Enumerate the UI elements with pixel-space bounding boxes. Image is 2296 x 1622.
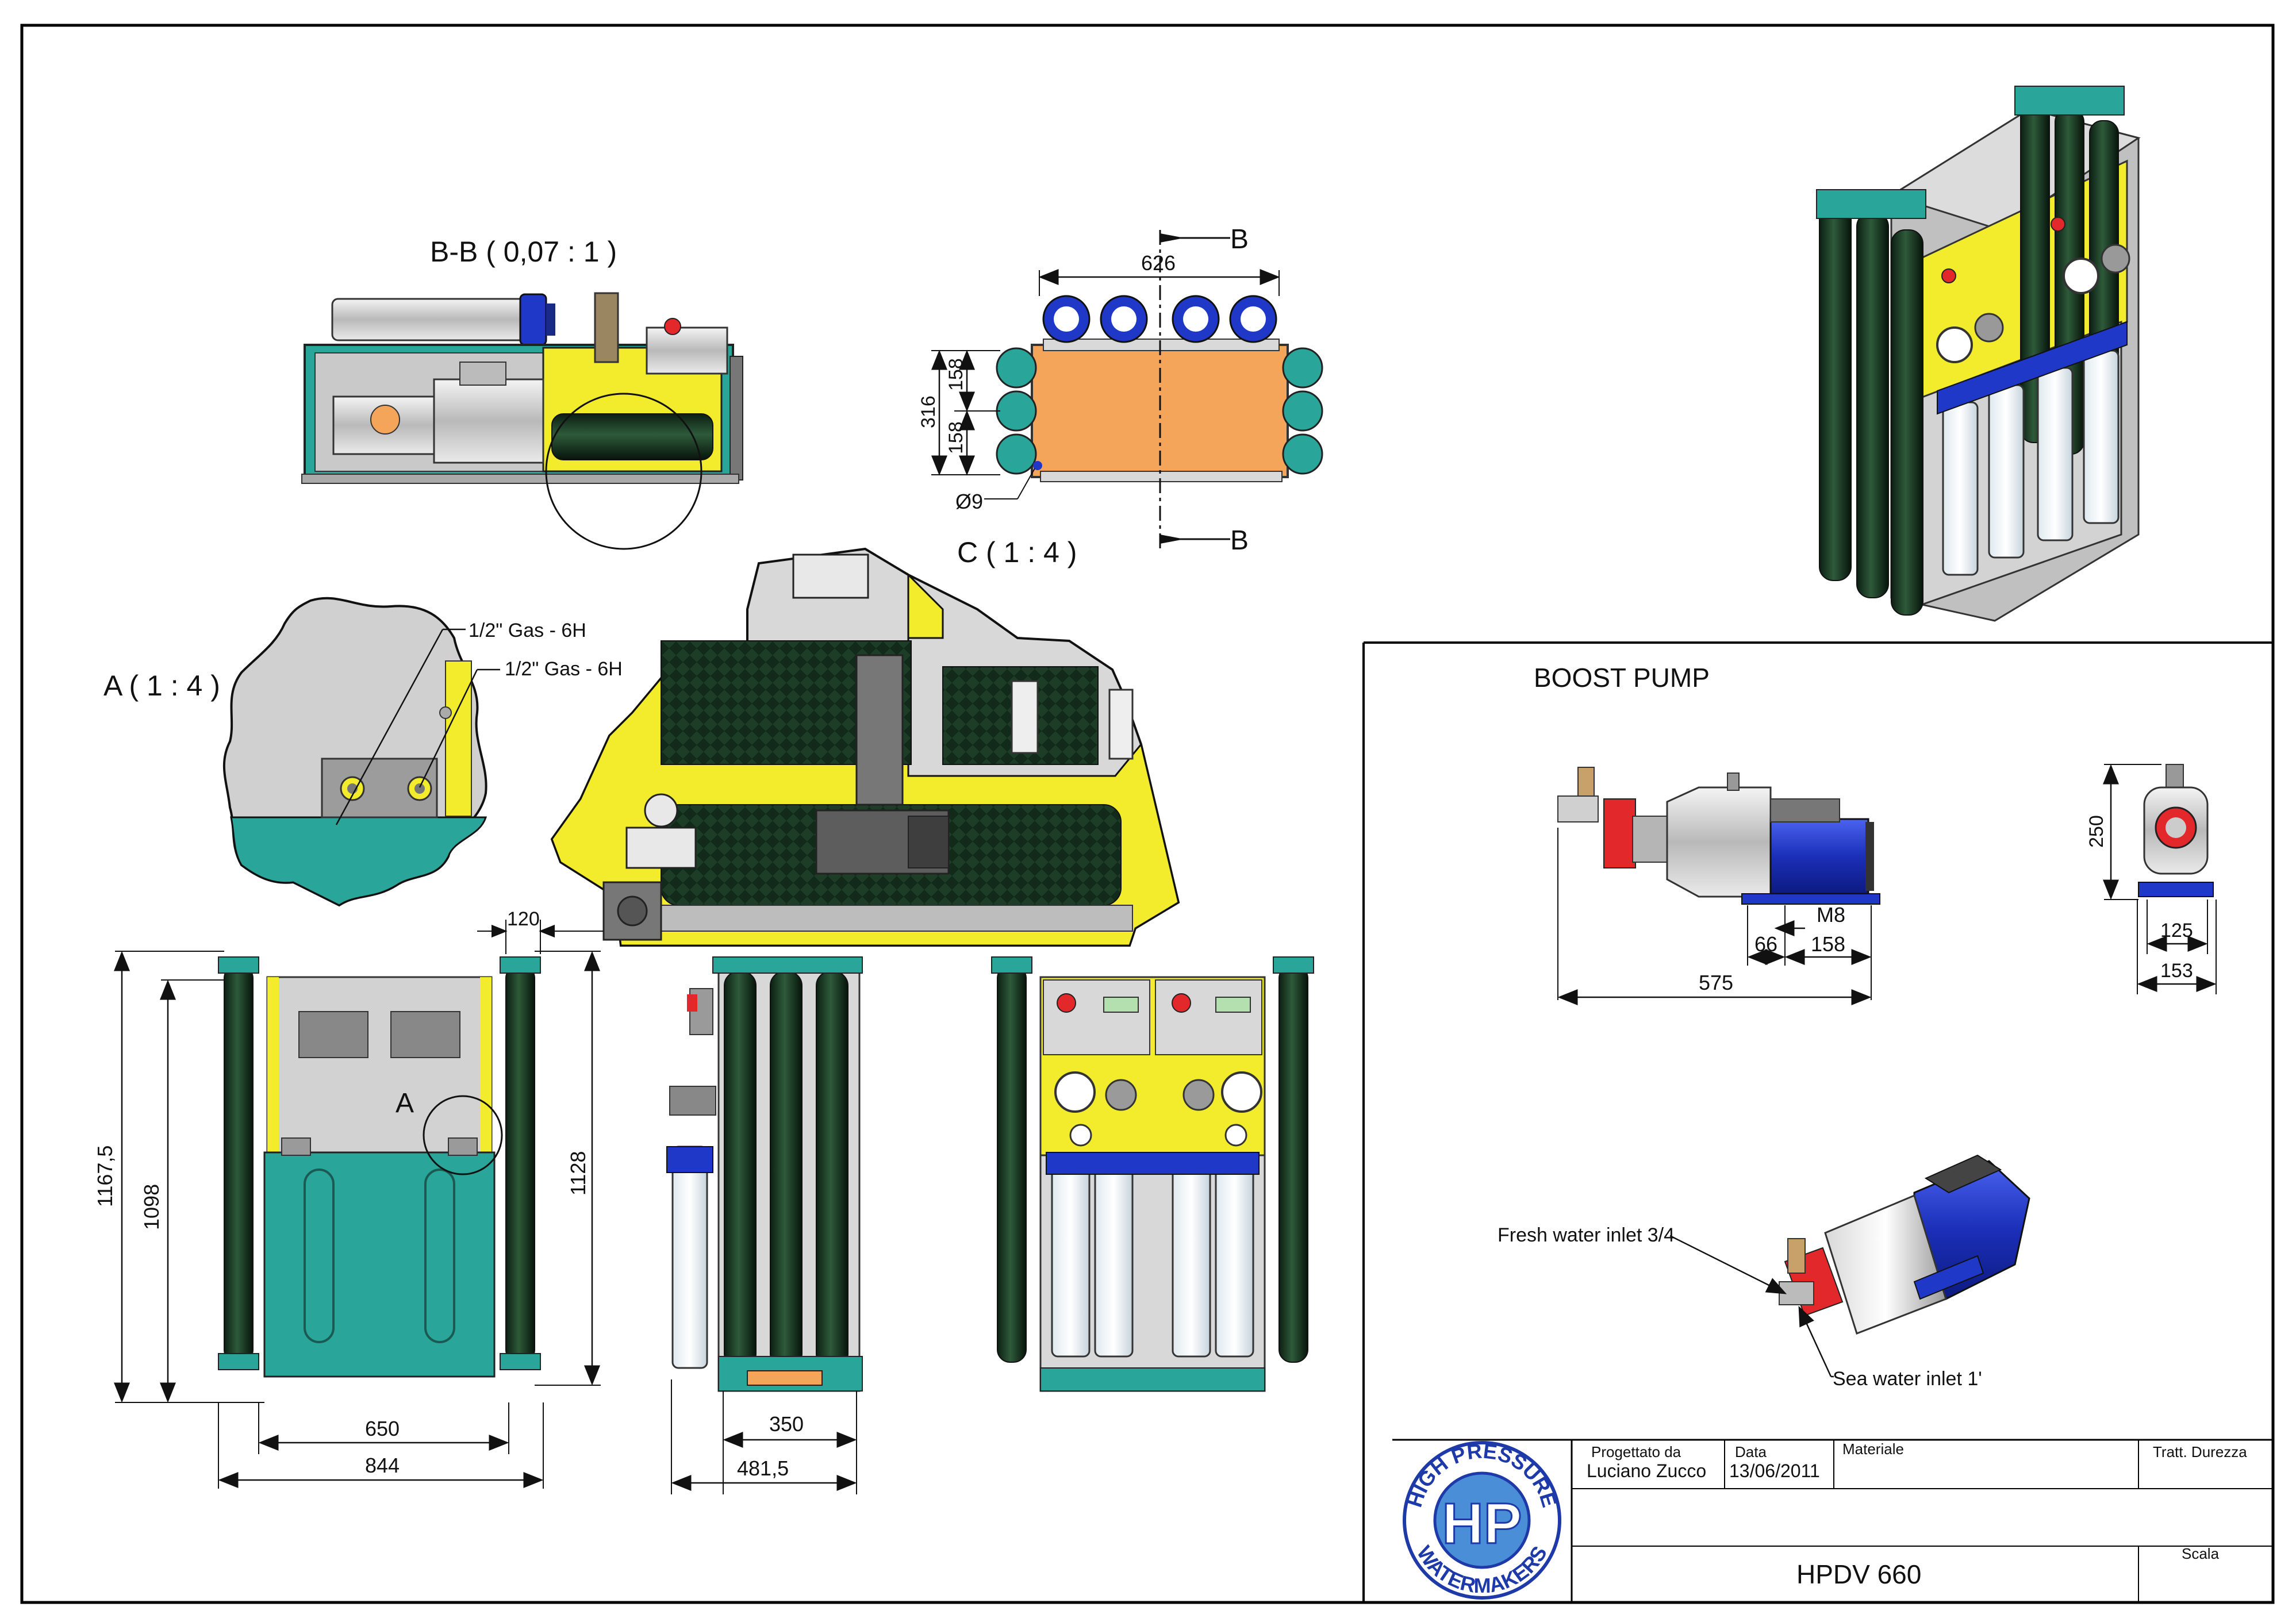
title-block: Progettato da Luciano Zucco Data 13/06/2… [1392, 1439, 2273, 1602]
detail-a-callout: A [396, 1088, 414, 1119]
boost-pump-title: BOOST PUMP [1534, 663, 1710, 693]
dim-1167-5: 1167,5 [93, 1146, 117, 1207]
section-mark-bottom: B [1230, 525, 1249, 556]
dim-1098: 1098 [140, 1184, 163, 1230]
dim-350: 350 [769, 1412, 804, 1436]
label-fresh-water-inlet: Fresh water inlet 3/4 [1498, 1224, 1675, 1246]
scale-label: Scala [2182, 1545, 2220, 1562]
dim-hole-9: Ø9 [955, 490, 983, 513]
right-vessel-column [1282, 347, 1323, 475]
detail-c-circle [545, 393, 702, 550]
date-label: Data [1735, 1443, 1767, 1460]
dim-158-pump: 158 [1811, 932, 1845, 956]
boost-pump-side: 575 66 158 M8 [1557, 767, 1880, 1005]
sheet-border [20, 24, 2275, 1604]
left-vessel-column [996, 347, 1037, 475]
treatment-label: Tratt. Durezza [2153, 1443, 2247, 1460]
model-name: HPDV 660 [1796, 1559, 1921, 1589]
dim-250: 250 [2086, 815, 2107, 848]
dim-158-top: 158 [945, 358, 967, 391]
front-view: A 1167,5 1098 1128 120 650 844 [93, 908, 604, 1489]
dim-125: 125 [2160, 920, 2193, 941]
date-value: 13/06/2011 [1729, 1460, 1820, 1481]
boost-pump-end: 250 125 153 [2086, 764, 2217, 994]
top-view: B B 626 316 158 158 Ø9 C ( 1 : 4 ) [917, 224, 1323, 568]
filter-caps [1042, 295, 1277, 343]
detail-a-note2: 1/2" Gas - 6H [505, 658, 623, 680]
dim-1128: 1128 [566, 1151, 590, 1196]
dim-650: 650 [365, 1417, 400, 1440]
section-mark-top: B [1230, 224, 1249, 255]
section-bb-title: B-B ( 0,07 : 1 ) [430, 236, 617, 268]
logo-monogram: HP [1442, 1492, 1522, 1556]
detail-c-title: C ( 1 : 4 ) [957, 536, 1077, 568]
side-view: 350 481,5 [666, 956, 863, 1494]
detail-a-view: A ( 1 : 4 ) 1/2" Gas - 6H 1/2" Gas - 6H [103, 597, 623, 907]
detail-a-title: A ( 1 : 4 ) [103, 670, 220, 702]
label-sea-water-inlet: Sea water inlet 1' [1833, 1368, 1982, 1390]
dim-316: 316 [917, 395, 939, 428]
designer-name: Luciano Zucco [1587, 1460, 1706, 1481]
boost-pump-panel: BOOST PUMP 575 66 158 M8 [1362, 641, 2273, 1602]
dim-481-5: 481,5 [737, 1456, 789, 1480]
dim-153: 153 [2160, 960, 2193, 982]
boost-pump-iso: Fresh water inlet 3/4 Sea water inlet 1' [1498, 1154, 2030, 1390]
company-logo: HP HIGH PRESSURE WATERMAKERS [1403, 1439, 1561, 1600]
label-m8: M8 [1817, 903, 1845, 927]
dim-575: 575 [1699, 971, 1733, 994]
section-bb-view: B-B ( 0,07 : 1 ) [301, 236, 743, 550]
material-label: Materiale [1842, 1440, 1904, 1458]
rear-view [991, 956, 1314, 1392]
dim-158-bottom: 158 [945, 421, 967, 454]
isometric-view [1816, 86, 2141, 622]
detail-a-circle [423, 1095, 503, 1175]
dim-626: 626 [1141, 251, 1176, 275]
dim-66: 66 [1754, 932, 1777, 956]
dim-844: 844 [365, 1454, 400, 1477]
detail-c-view [550, 547, 1180, 947]
detail-a-note1: 1/2" Gas - 6H [469, 620, 586, 641]
designer-label: Progettato da [1591, 1443, 1681, 1460]
dim-120: 120 [507, 908, 540, 930]
